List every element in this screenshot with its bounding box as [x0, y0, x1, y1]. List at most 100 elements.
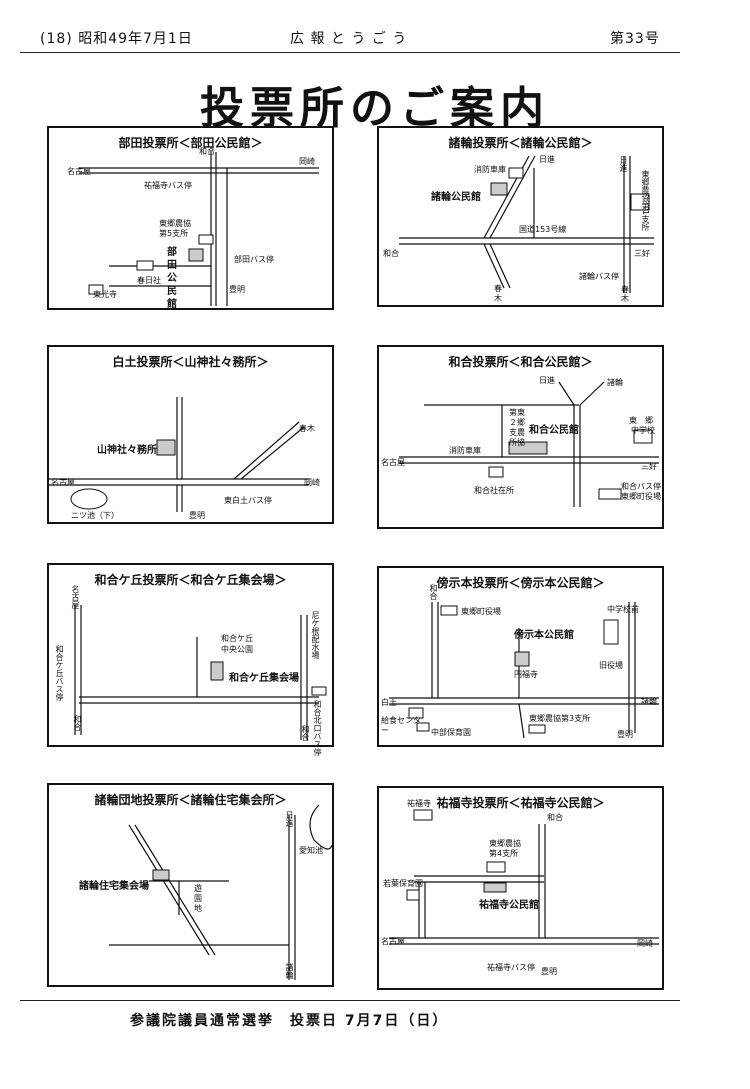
- map-label: 田: [167, 260, 177, 271]
- map-label: 岡崎: [637, 939, 653, 948]
- map-label: 和合: [199, 147, 215, 156]
- map-label: 東 郷: [629, 416, 653, 425]
- map-roads: [49, 397, 309, 512]
- map-label: 消防車庫: [474, 165, 506, 174]
- map-label: 和合: [383, 249, 399, 258]
- map-label: 中学校前: [607, 605, 639, 614]
- map-label: 部田バス停: [234, 255, 274, 264]
- map-label: 若葉保育園: [383, 879, 423, 888]
- map-label: 東白土バス停: [224, 496, 272, 505]
- map-label: 東郷農協第3支所: [529, 714, 591, 723]
- map-label: 第4支所: [489, 849, 519, 858]
- map-label: 地: [194, 904, 202, 913]
- map-label: 豊明: [617, 730, 633, 739]
- map-label: 和合バス停: [621, 482, 661, 491]
- footer-rule: [20, 1000, 680, 1001]
- map-label: 和合ケ丘バス停: [55, 645, 64, 701]
- map-label: 東郷町役場: [621, 492, 661, 501]
- map-label: 祐福寺公民館: [479, 900, 539, 911]
- map-label: 名古屋: [381, 937, 405, 946]
- map-panel-shirotsuchi: 白土投票所＜山神社々務所＞ 春木 山神社々務所 名古屋 岡崎 東白土バス停 ニツ…: [47, 345, 334, 524]
- map-label: 日進: [285, 811, 294, 827]
- map-label: 名古屋: [71, 585, 80, 609]
- map-label: 諸輪: [641, 697, 657, 706]
- map-label: 豊明: [229, 285, 245, 294]
- panel-title: 諸輪投票所＜諸輪公民館＞: [448, 136, 593, 150]
- map-label: 春日社: [137, 276, 161, 285]
- map-label: 東郷農協: [489, 839, 521, 848]
- header-rule: [20, 52, 680, 53]
- map-panel-heta: 部田投票所＜部田公民館＞ 和合 名古屋 岡崎 祐福寺バス停 東郷農協 第5支所 …: [47, 126, 334, 310]
- map-label: 尼ケ根配水場: [311, 611, 320, 659]
- map-label: 和合北口バス停: [313, 700, 322, 756]
- map-label: 和合ケ丘集会場: [229, 673, 299, 684]
- footer-election-info: 参議院議員通常選挙 投票日 7月7日（日）: [130, 1013, 449, 1029]
- map-panel-wagogaoka: 和合ケ丘投票所＜和合ケ丘集会場＞ 名古屋 和合ケ丘 中央公園 尼ケ根配水場 和合…: [47, 563, 334, 756]
- map-label: 豊明: [541, 967, 557, 976]
- map-label: 東光寺: [93, 290, 117, 299]
- map-label: 円福寺: [514, 670, 538, 679]
- map-panel-morowa: 諸輪投票所＜諸輪公民館＞ 日進 日進 消防車庫 諸輪公民館 東郷農協第1支所 国…: [377, 126, 664, 307]
- map-panel-yufukuji: 祐福寺投票所＜祐福寺公民館＞ 祐福寺 和合 東郷農協 第4支所 若葉保育園 祐福…: [377, 786, 664, 990]
- map-roads: [389, 809, 659, 945]
- map-label: ２郷: [509, 418, 525, 427]
- map-label: 名古屋: [51, 478, 75, 487]
- map-label: 三好: [641, 462, 657, 471]
- panel-title: 和合ケ丘投票所＜和合ケ丘集会場＞: [94, 573, 287, 587]
- map-panel-wago: 和合投票所＜和合公民館＞ 日進 諸輪 第東 ２郷 支農 所協 和合公民館 東 郷…: [377, 345, 664, 529]
- map-label: 祐福寺バス停: [144, 181, 192, 190]
- map-panel-morowa-danchi: 諸輪団地投票所＜諸輪住宅集会所＞ 日進 愛知池 諸輪住宅集会場 遊 園 地 諸輪: [47, 783, 334, 987]
- map-label: 公: [167, 273, 177, 284]
- map-label: 部: [167, 247, 177, 258]
- map-label: 諸輪: [285, 963, 294, 979]
- map-label: 祐福寺バス停: [487, 963, 535, 972]
- map-label: 岡崎: [304, 478, 320, 487]
- panel-title: 和合投票所＜和合公民館＞: [448, 355, 593, 369]
- map-label: 東郷農協: [159, 219, 191, 228]
- map-label: 東郷町役場: [461, 607, 501, 616]
- map-label: 和合: [547, 813, 563, 822]
- map-label: 日進: [539, 376, 555, 385]
- map-label: 日進: [619, 156, 628, 172]
- map-label: 東郷農協第1支所: [641, 170, 650, 232]
- map-roads: [109, 804, 332, 980]
- map-label: 和合公民館: [529, 425, 579, 436]
- map-label: 和合ケ丘: [221, 634, 253, 643]
- map-label: ニツ池（下）: [71, 511, 119, 520]
- map-label: 国道153号線: [519, 225, 567, 234]
- map-label: 白土: [381, 698, 397, 707]
- map-label: 支農: [509, 428, 525, 437]
- map-label: 第東: [509, 408, 525, 417]
- map-label: 旧役場: [599, 661, 623, 670]
- map-label: 春: [621, 285, 629, 294]
- map-label: 民: [167, 286, 177, 297]
- map-roads: [74, 605, 327, 740]
- map-roads: [389, 602, 659, 739]
- panel-title: 諸輪団地投票所＜諸輪住宅集会所＞: [94, 793, 287, 807]
- map-label: 園: [194, 894, 202, 903]
- map-label: 三好: [634, 249, 650, 258]
- map-label: 春木: [299, 424, 315, 433]
- map-label: 名古屋: [381, 458, 405, 467]
- map-label: 中央公園: [221, 645, 253, 654]
- header-newsletter: 広 報 と う ご う: [290, 31, 408, 47]
- map-label: 名古屋: [67, 167, 91, 176]
- page-title: 投票所のご案内: [200, 83, 550, 134]
- map-label: 春: [494, 284, 502, 293]
- map-label: 消防車庫: [449, 446, 481, 455]
- panel-title: 白土投票所＜山神社々務所＞: [112, 355, 269, 369]
- map-label: 日進: [539, 155, 555, 164]
- panel-title: 傍示本投票所＜傍示本公民館＞: [436, 576, 605, 590]
- map-label: 諸輪: [607, 378, 623, 387]
- map-label: 傍示本公民館: [514, 630, 574, 641]
- panel-title: 祐福寺投票所＜祐福寺公民館＞: [436, 796, 605, 810]
- map-label: 諸輪公民館: [431, 192, 481, 203]
- map-label: 諸輪バス停: [579, 272, 619, 281]
- map-roads: [79, 152, 319, 306]
- map-label: 豊明: [189, 511, 205, 520]
- header-issue: (18) 昭和49年7月1日: [40, 31, 193, 47]
- map-label: 館: [167, 299, 177, 310]
- map-label: 祐福寺: [407, 799, 431, 808]
- map-label: 和合社在所: [474, 486, 514, 495]
- panel-title: 部田投票所＜部田公民館＞: [118, 136, 263, 150]
